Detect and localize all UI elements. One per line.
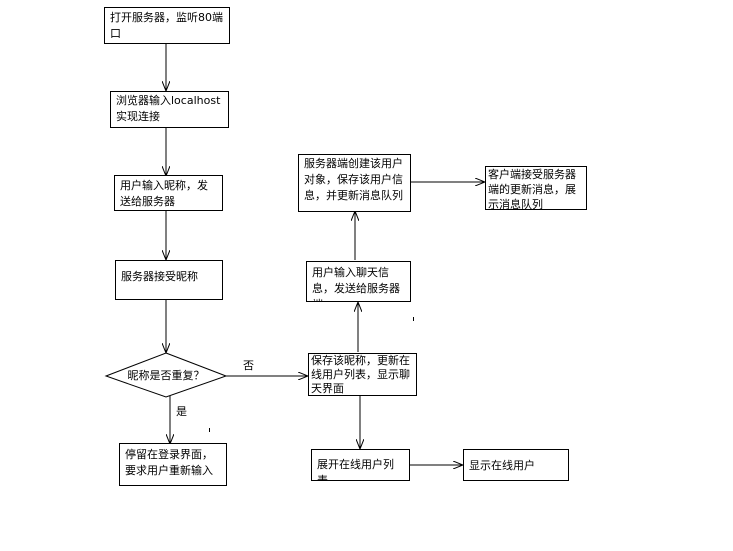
node-browser-connect-text: 浏览器输入localhost实现连接 — [116, 94, 221, 123]
node-open-server: 打开服务器，监听80端口 — [104, 7, 230, 44]
node-browser-connect: 浏览器输入localhost实现连接 — [110, 91, 229, 128]
node-create-user-text: 服务器端创建该用户对象，保存该用户信息，并更新消息队列 — [304, 157, 403, 202]
decision-diamond — [104, 352, 228, 398]
node-expand-list: 展开在线用户列表 — [311, 449, 410, 481]
node-input-nickname-text: 用户输入昵称，发送给服务器 — [120, 179, 208, 208]
node-create-user: 服务器端创建该用户对象，保存该用户信息，并更新消息队列 — [298, 154, 411, 212]
node-input-chat-text: 用户输入聊天信息，发送给服务器端 — [312, 266, 400, 301]
node-client-receive-text: 客户端接受服务器端的更新消息，展示消息队列 — [488, 168, 576, 210]
node-save-nickname: 保存该昵称，更新在线用户列表，显示聊天界面 — [308, 353, 417, 396]
node-stay-login: 停留在登录界面，要求用户重新输入 — [119, 443, 227, 486]
decision-text: 昵称是否重复？ — [127, 369, 205, 382]
node-input-nickname: 用户输入昵称，发送给服务器 — [114, 175, 223, 211]
node-input-chat: 用户输入聊天信息，发送给服务器端 — [306, 261, 411, 302]
node-show-online: 显示在线用户 — [463, 449, 569, 481]
edge-label-no: 否 — [243, 359, 254, 372]
node-open-server-text: 打开服务器，监听80端口 — [110, 11, 223, 40]
node-server-receive-text: 服务器接受昵称 — [121, 270, 198, 283]
edge-label-yes: 是 — [176, 405, 187, 418]
node-server-receive: 服务器接受昵称 — [115, 260, 223, 300]
node-expand-list-text: 展开在线用户列表 — [317, 458, 394, 481]
node-client-receive: 客户端接受服务器端的更新消息，展示消息队列 — [485, 166, 587, 210]
node-save-nickname-text: 保存该昵称，更新在线用户列表，显示聊天界面 — [311, 354, 410, 395]
node-show-online-text: 显示在线用户 — [469, 459, 535, 472]
node-stay-login-text: 停留在登录界面，要求用户重新输入 — [125, 448, 213, 477]
stray-mark — [413, 317, 414, 321]
stray-mark — [209, 428, 210, 432]
